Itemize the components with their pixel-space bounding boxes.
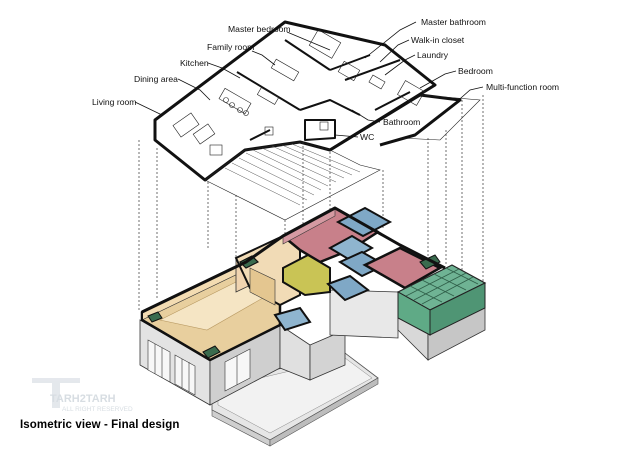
green-room-kitchen xyxy=(238,255,260,269)
plan-partitions xyxy=(236,39,411,141)
leader-bathroom xyxy=(351,109,381,123)
watermark: TARH2TARH ALL RIGHT RESERVED xyxy=(32,378,133,413)
label-bedroom: Bedroom xyxy=(458,66,493,76)
watermark-logo xyxy=(32,378,80,408)
bathroom-floor xyxy=(326,274,370,302)
multifunction-glass-side xyxy=(429,282,486,336)
watermark-brand: TARH2TARH xyxy=(50,393,116,405)
bedroom-floor xyxy=(362,246,443,290)
green-room-living xyxy=(147,311,163,323)
family-room-floor xyxy=(282,253,331,297)
leader-walk-in-closet xyxy=(379,39,410,63)
label-dining-area: Dining area xyxy=(134,74,178,84)
curved-wall xyxy=(329,289,399,339)
model-outline-wall xyxy=(141,206,446,314)
model-front-wall xyxy=(141,312,281,361)
plan-terrace-hatch xyxy=(224,143,361,206)
plan-furniture xyxy=(172,29,425,156)
exterior-windows xyxy=(147,339,251,396)
label-living-room: Living room xyxy=(92,97,136,107)
green-room-front xyxy=(202,345,221,359)
watermark-rights: ALL RIGHT RESERVED xyxy=(62,406,133,413)
label-master-bedroom: Master bedroom xyxy=(228,24,291,34)
label-laundry: Laundry xyxy=(417,50,449,60)
wc-floor xyxy=(273,306,312,332)
multifunction-roof-slats xyxy=(405,267,479,305)
leader-living-room xyxy=(134,101,163,116)
leader-dining-area xyxy=(177,78,211,101)
label-walk-in-closet: Walk-in closet xyxy=(411,35,465,45)
leader-family-room xyxy=(251,50,276,66)
plan-terrace-outline xyxy=(204,141,381,221)
isometric-model xyxy=(139,206,487,447)
leader-kitchen xyxy=(207,62,241,79)
walk-in-closet-floor xyxy=(327,234,375,262)
leader-bedroom xyxy=(419,70,457,89)
leader-master-bedroom xyxy=(286,31,331,51)
label-master-bathroom: Master bathroom xyxy=(421,17,486,27)
terrace-slab-side xyxy=(269,377,379,447)
leader-wc xyxy=(334,134,359,138)
leader-master-bathroom xyxy=(364,21,417,59)
label-family-room: Family room xyxy=(207,42,254,52)
leader-lines xyxy=(134,21,484,138)
label-wc: WC xyxy=(360,132,374,142)
figure-caption: Isometric view - Final design xyxy=(20,419,180,431)
room-labels: Master bedroom Master bathroom Walk-in c… xyxy=(92,17,559,142)
label-kitchen: Kitchen xyxy=(180,58,209,68)
projection-lines xyxy=(138,95,484,310)
label-bathroom: Bathroom xyxy=(383,117,420,127)
kitchen-counter xyxy=(249,267,276,306)
upper-floor-plan xyxy=(153,20,481,221)
leader-multi-function-room xyxy=(444,86,484,113)
leader-laundry xyxy=(384,54,416,76)
master-bathroom-floor xyxy=(335,206,393,238)
plan-multifunction-outline xyxy=(399,94,481,141)
label-multi-function-room: Multi-function room xyxy=(486,82,559,92)
